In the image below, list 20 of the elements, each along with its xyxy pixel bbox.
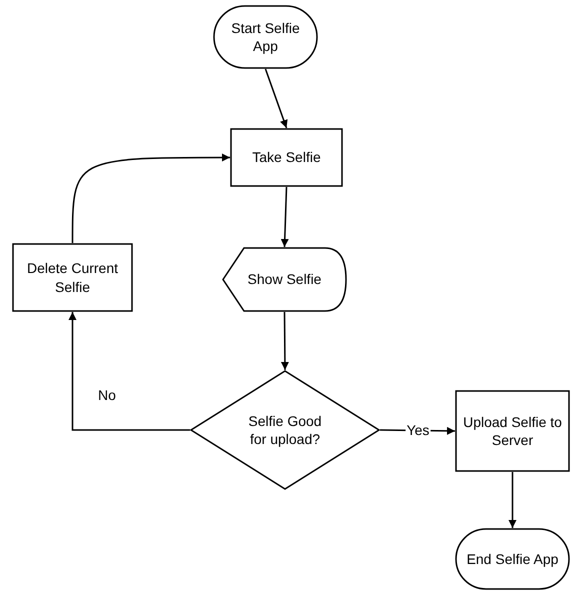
process-box [230,128,343,187]
node-label: End Selfie App [466,550,560,568]
arrow [508,472,516,528]
arrow [68,312,190,431]
edge-label: Yes [406,423,430,437]
node-label: Delete Current Selfie [26,259,120,296]
node-label: Selfie Good for upload? [247,412,323,448]
display-shape [222,247,347,312]
arrow [264,68,288,128]
node-label: Start Selfie App [230,18,301,56]
node-label: Upload Selfie to Server [462,412,563,450]
node-label: Take Selfie [251,148,322,167]
arrow [72,154,230,243]
decision-diamond [190,370,380,490]
edge-label: No [97,388,117,402]
process-box [12,243,133,312]
arrow [280,312,289,370]
node-label: Show Selfie [246,270,322,289]
arrow [280,186,289,248]
process-box [455,390,570,472]
